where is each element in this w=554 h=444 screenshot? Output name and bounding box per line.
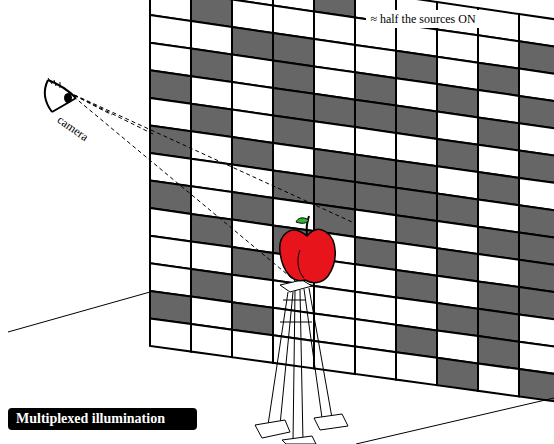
- light-source: [355, 347, 396, 380]
- title-box: Multiplexed illumination: [8, 408, 197, 430]
- note-label: ≈ half the sources ON: [366, 10, 480, 28]
- camera-eye: [45, 78, 76, 112]
- floor-line: [8, 292, 150, 332]
- light-source: [519, 369, 554, 402]
- light-source-wall: [150, 0, 554, 402]
- light-source: [314, 341, 355, 374]
- camera-label: camera: [53, 112, 92, 145]
- apple: [280, 216, 335, 283]
- light-source: [191, 324, 232, 357]
- light-source: [232, 330, 273, 363]
- light-source: [150, 318, 191, 351]
- light-source: [478, 364, 519, 397]
- title-text: Multiplexed illumination: [8, 408, 197, 427]
- camera-ray: [68, 92, 352, 285]
- light-source: [396, 352, 437, 385]
- floor-line: [356, 398, 554, 444]
- tripod-stand: [255, 280, 348, 444]
- light-source: [437, 358, 478, 391]
